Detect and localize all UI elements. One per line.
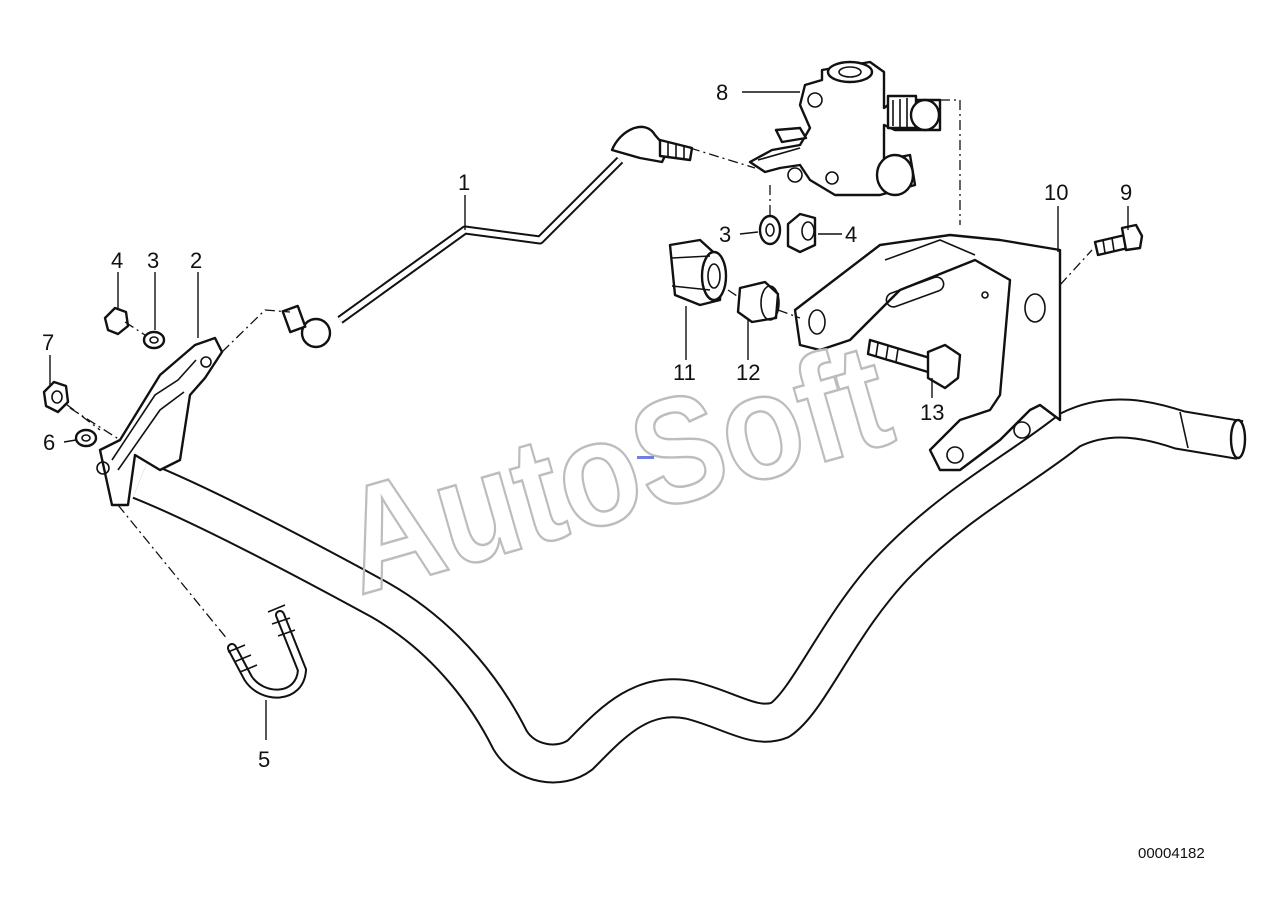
nut-washer-part-7-6: [42, 380, 98, 448]
center-marker: [637, 456, 654, 459]
bracket-part-2: [96, 336, 224, 507]
connecting-rod-part-1: [281, 125, 694, 349]
u-bolt-part-5: [227, 604, 308, 699]
nut-washer-left: [103, 306, 166, 350]
watermark: AutoSoft: [321, 309, 908, 627]
callout-3-left: 3: [147, 248, 159, 273]
washer-nut-upper: [758, 212, 817, 254]
callout-3-right: 3: [719, 222, 731, 247]
bolt-part-9: [1093, 223, 1144, 257]
watermark-text: AutoSoft: [323, 310, 908, 626]
callout-6: 6: [43, 430, 55, 455]
callout-4-left: 4: [111, 248, 123, 273]
callout-8: 8: [716, 80, 728, 105]
bracket-part-10: [793, 233, 1062, 472]
leader-lines: [49, 91, 1129, 740]
callout-4-right: 4: [845, 222, 857, 247]
callout-7: 7: [42, 330, 54, 355]
valve-part-8: [748, 60, 942, 197]
callouts: 1 2 3 4 7 6 5 8 3 4 10 9 11 12 13: [42, 80, 1132, 772]
bolt-part-13: [866, 338, 962, 390]
callout-12: 12: [736, 360, 760, 385]
callout-13: 13: [920, 400, 944, 425]
callout-2: 2: [190, 248, 202, 273]
callout-11: 11: [673, 360, 696, 385]
callout-10: 10: [1044, 180, 1068, 205]
callout-9: 9: [1120, 180, 1132, 205]
stabilizer-bar: [132, 398, 1247, 784]
sleeve-part-12: [736, 280, 780, 324]
document-number: 00004182: [1138, 845, 1205, 862]
bushing-part-11: [668, 238, 728, 307]
assembly-lines: [65, 99, 1093, 641]
callout-5: 5: [258, 747, 270, 772]
callout-1: 1: [458, 170, 470, 195]
